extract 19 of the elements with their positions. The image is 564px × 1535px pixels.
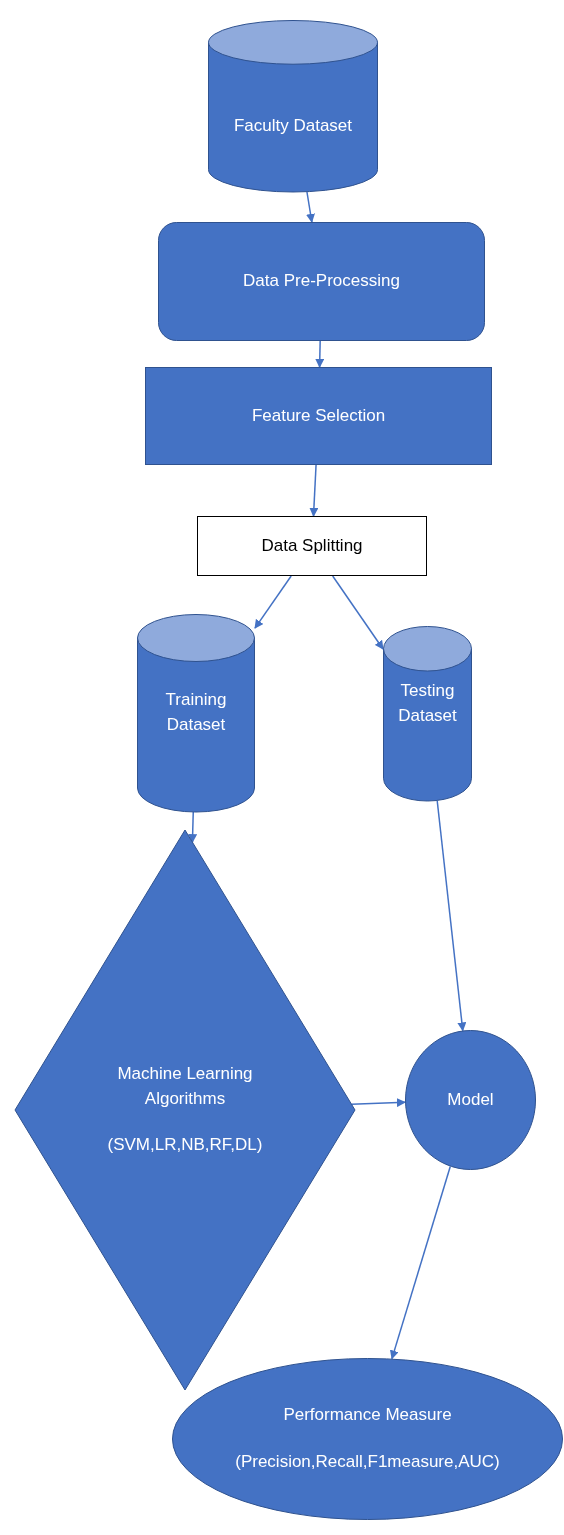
node-label: Data Pre-Processing xyxy=(243,270,400,293)
node-label: Model xyxy=(447,1088,494,1111)
arrow xyxy=(306,191,315,223)
arrow xyxy=(436,800,467,1032)
arrow xyxy=(315,340,325,368)
arrow xyxy=(350,1098,406,1108)
node-label: Faculty Dataset xyxy=(233,114,353,137)
node-label: (SVM,LR,NB,RF,DL) xyxy=(107,1134,263,1157)
node-label: Feature Selection xyxy=(251,404,386,427)
node-label: Data Splitting xyxy=(261,534,363,557)
node-label: Performance Measure xyxy=(283,1404,452,1427)
arrow xyxy=(389,1165,451,1360)
arrow xyxy=(309,464,319,517)
node-label: Testing Dataset xyxy=(397,679,458,727)
node-label: Training Dataset xyxy=(164,689,228,736)
node-label: Machine Learning Algorithms xyxy=(116,1063,254,1110)
node-label: (Precision,Recall,F1measure,AUC) xyxy=(235,1451,500,1473)
arrow xyxy=(331,575,384,650)
arrow xyxy=(254,575,292,629)
